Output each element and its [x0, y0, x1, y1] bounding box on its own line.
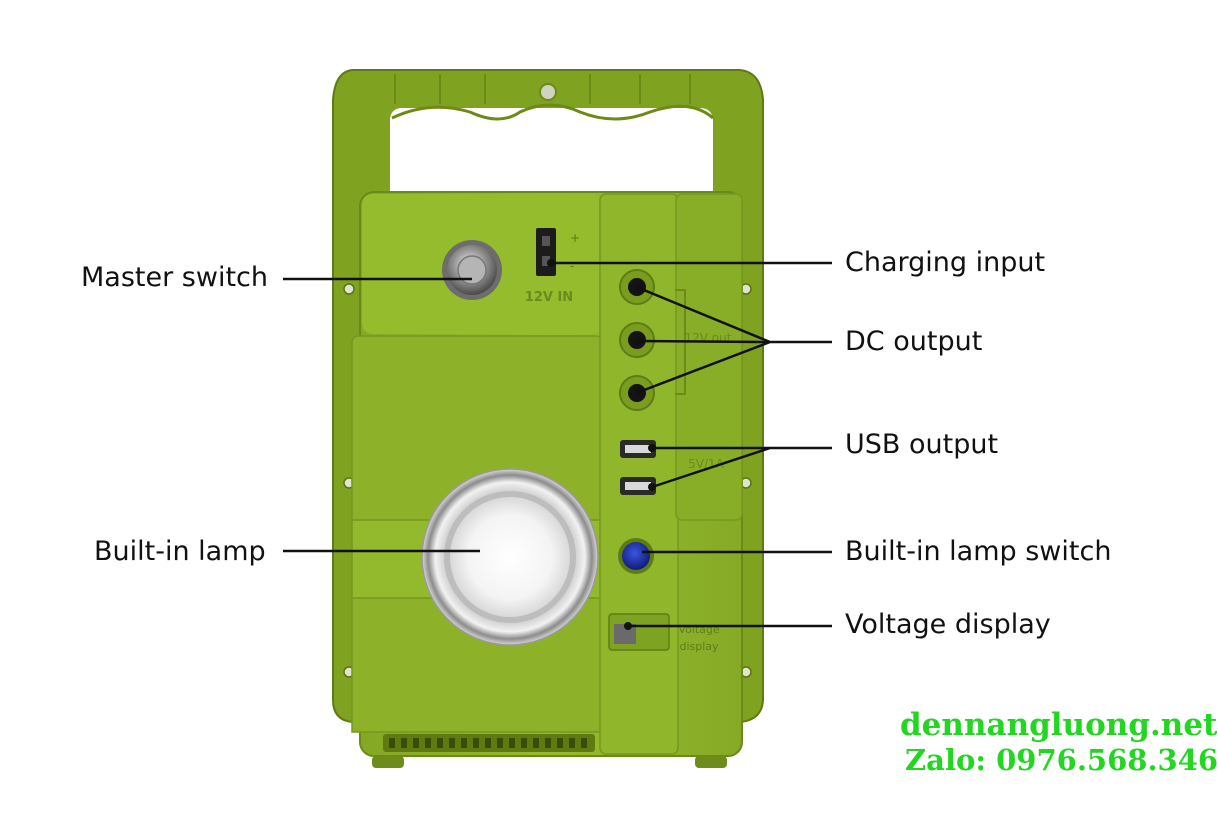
leader-dc-3: [638, 340, 771, 394]
usb-port-label: 5V/1A: [688, 457, 725, 471]
callout-lines: [283, 261, 832, 628]
watermark-site: dennangluong.net: [900, 707, 1218, 743]
lamp-switch-button[interactable]: [618, 538, 654, 574]
label-dc-output: DC output: [845, 326, 983, 357]
voltage-display: [608, 613, 670, 651]
label-usb-output: USB output: [845, 429, 999, 460]
label-builtin-lamp: Built-in lamp: [94, 536, 266, 567]
charging-port-label: 12V IN: [525, 290, 573, 305]
svg-text:+: +: [570, 231, 580, 245]
builtin-lamp: [421, 468, 599, 646]
leader-dc-2: [638, 339, 771, 344]
svg-text:-: -: [570, 259, 574, 273]
watermark-contact: Zalo: 0976.568.346: [905, 743, 1218, 777]
label-voltage-display: Voltage display: [845, 609, 1051, 640]
label-charging-input: Charging input: [845, 247, 1046, 278]
master-switch[interactable]: [442, 240, 502, 300]
vent-grille: [383, 734, 595, 752]
label-builtin-lamp-switch: Built-in lamp switch: [845, 536, 1112, 567]
label-master-switch: Master switch: [81, 262, 268, 293]
voltage-display-label-line2: display: [679, 640, 719, 653]
screw-icon: [539, 83, 557, 101]
usb-output-ports[interactable]: [620, 440, 656, 495]
leader-usb-2: [651, 446, 771, 489]
